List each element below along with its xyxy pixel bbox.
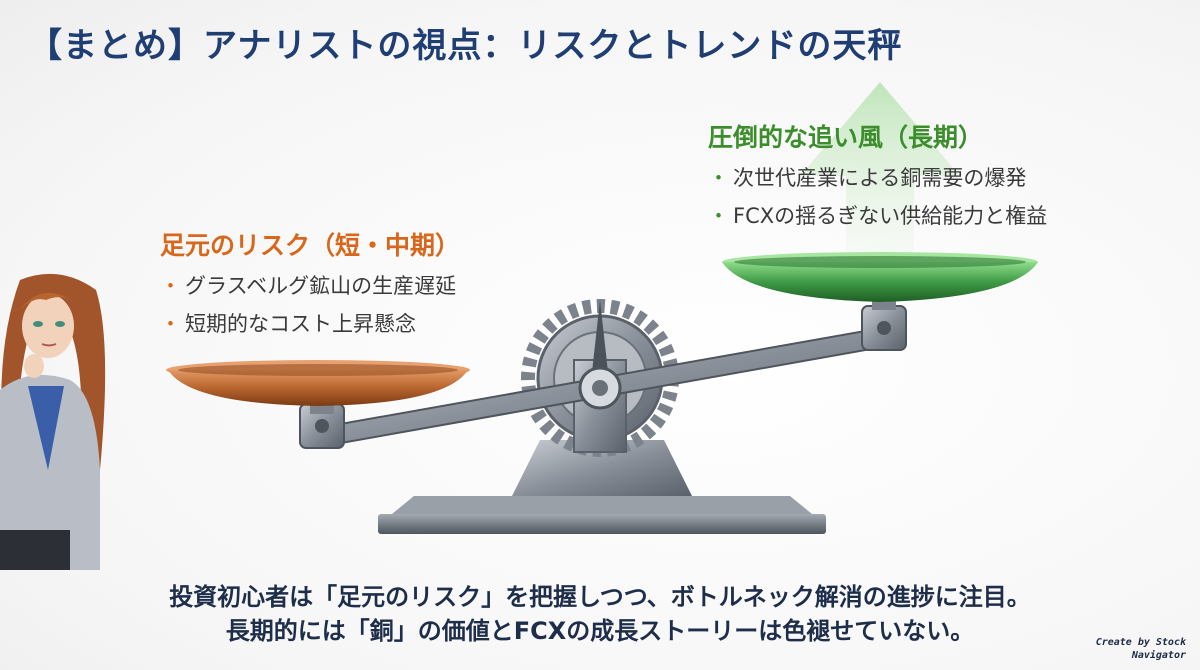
list-item: 短期的なコスト上昇懸念	[160, 308, 460, 338]
green-pan	[722, 252, 1038, 310]
list-item: FCXの揺るぎない供給能力と権益	[708, 200, 1047, 230]
scale-needle	[578, 300, 622, 410]
conclusion-line-1: 投資初心者は「足元のリスク」を把握しつつ、ボトルネック解消の進捗に注目。	[169, 583, 1031, 611]
trend-heading: 圧倒的な追い風（長期）	[708, 123, 984, 152]
risk-heading: 足元のリスク（短・中期）	[160, 231, 461, 260]
risk-panel: 足元のリスク（短・中期） グラスベルグ鉱山の生産遅延 短期的なコスト上昇懸念	[160, 226, 460, 346]
trend-panel: 圧倒的な追い風（長期） 次世代産業による銅需要の爆発 FCXの揺るぎない供給能力…	[708, 118, 1047, 238]
copper-pan	[166, 360, 470, 414]
credit-watermark: Create by Stock Navigator	[1096, 636, 1186, 662]
credit-line-2: Navigator	[1131, 650, 1186, 661]
trend-list: 次世代産業による銅需要の爆発 FCXの揺るぎない供給能力と権益	[708, 162, 1047, 230]
analyst-character-illustration	[0, 273, 106, 570]
risk-list: グラスベルグ鉱山の生産遅延 短期的なコスト上昇懸念	[160, 270, 460, 338]
credit-line-1: Create by Stock	[1095, 637, 1186, 648]
list-item: 次世代産業による銅需要の爆発	[708, 162, 1047, 192]
scale-base	[378, 440, 826, 534]
list-item: グラスベルグ鉱山の生産遅延	[160, 270, 460, 300]
page-title: 【まとめ】アナリストの視点：リスクとトレンドの天秤	[28, 26, 903, 66]
conclusion-line-2: 長期的には「銅」の価値とFCXの成長ストーリーは色褪せていない。	[225, 617, 975, 645]
conclusion-text: 投資初心者は「足元のリスク」を把握しつつ、ボトルネック解消の進捗に注目。 長期的…	[0, 580, 1200, 648]
